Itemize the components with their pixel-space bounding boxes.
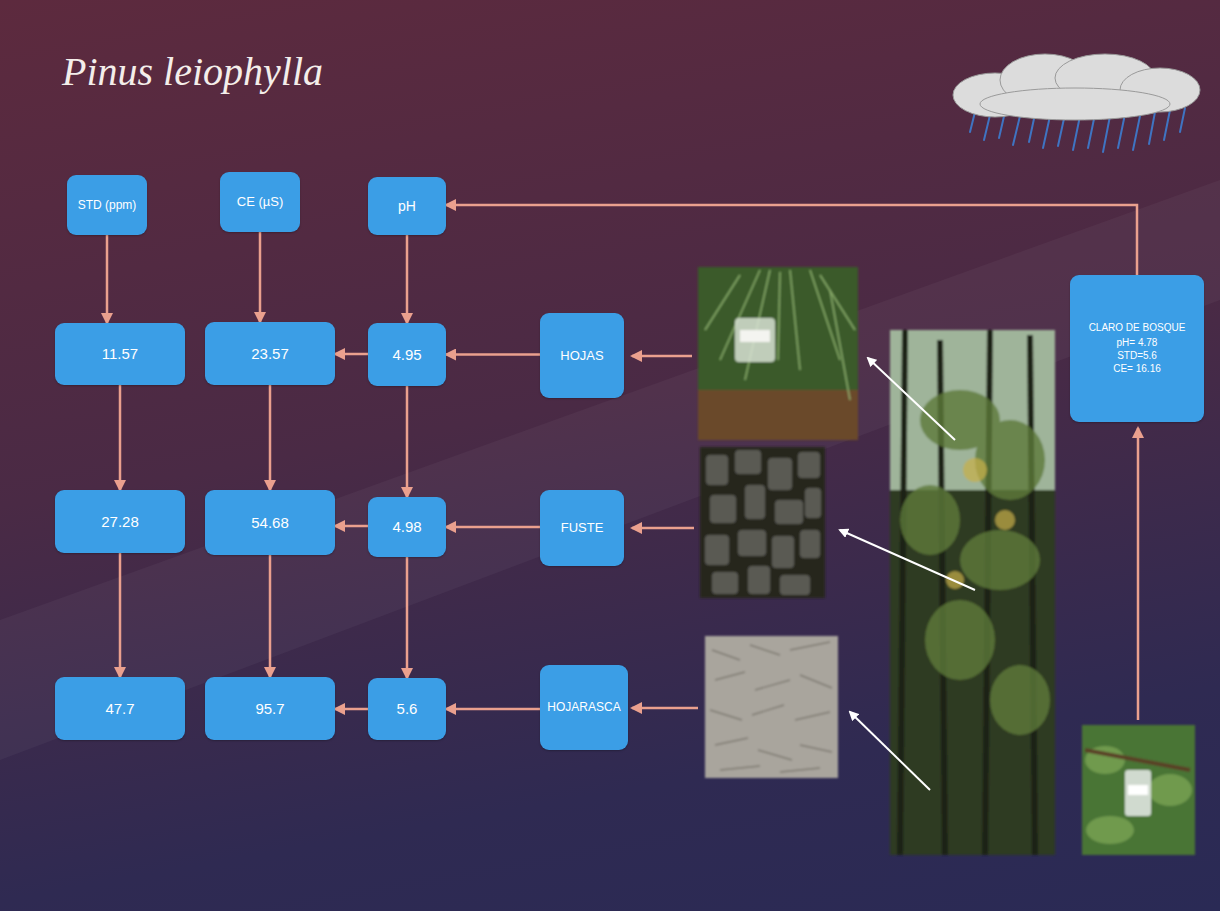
flow-arrow xyxy=(446,205,1137,275)
flow-arrow xyxy=(335,525,368,528)
flow-arrow xyxy=(119,385,122,490)
node-text: STD (ppm) xyxy=(78,198,137,212)
node-text: 11.57 xyxy=(102,345,138,363)
litter-photo xyxy=(705,636,838,778)
node-text: CE= 16.16 xyxy=(1113,363,1161,375)
flow-arrow xyxy=(269,555,272,677)
diagram-title: Pinus leiophylla xyxy=(62,48,323,95)
node-text: FUSTE xyxy=(561,520,604,536)
flow-arrow xyxy=(106,235,109,323)
flow-arrow xyxy=(259,232,262,322)
flow-arrow xyxy=(446,353,540,356)
node-text: 5.6 xyxy=(397,700,418,718)
sample-box: HOJARASCA xyxy=(540,665,628,750)
node-text: 47.7 xyxy=(105,700,134,718)
value-box: 95.7 xyxy=(205,677,335,740)
value-box: 27.28 xyxy=(55,490,185,553)
value-box: 23.57 xyxy=(205,322,335,385)
leader-lines xyxy=(840,358,975,790)
leaf-photo xyxy=(698,267,858,440)
value-box: 4.98 xyxy=(368,497,446,557)
photo-arrows xyxy=(632,356,1138,720)
value-box: 47.7 xyxy=(55,677,185,740)
reference-box: CLARO DE BOSQUE pH= 4.78STD=5.6CE= 16.16 xyxy=(1070,275,1204,422)
node-text: CE (µS) xyxy=(237,194,284,210)
node-text: pH xyxy=(398,198,416,215)
value-box: 4.95 xyxy=(368,323,446,386)
node-text: pH= 4.78 xyxy=(1117,337,1158,349)
sample-box: HOJAS xyxy=(540,313,624,398)
node-text: 27.28 xyxy=(101,513,139,531)
value-box: 54.68 xyxy=(205,490,335,555)
flow-arrow xyxy=(335,353,368,356)
flow-arrow xyxy=(269,385,272,490)
clearing-photo xyxy=(1082,725,1195,855)
node-text: 54.68 xyxy=(251,514,289,532)
node-text: 95.7 xyxy=(255,700,284,718)
header-box: CE (µS) xyxy=(220,172,300,232)
node-text: CLARO DE BOSQUE xyxy=(1089,322,1186,334)
value-box: 5.6 xyxy=(368,678,446,740)
node-text: HOJARASCA xyxy=(547,700,620,714)
flow-arrow xyxy=(119,553,122,677)
node-text: 4.98 xyxy=(392,518,421,536)
node-text: HOJAS xyxy=(560,348,603,364)
flow-arrow xyxy=(446,526,540,529)
header-box: pH xyxy=(368,177,446,235)
node-text: STD=5.6 xyxy=(1117,350,1157,362)
bark-photo xyxy=(700,447,825,598)
flow-arrow xyxy=(406,235,409,323)
flow-arrow xyxy=(406,386,409,497)
flow-arrow xyxy=(406,557,409,678)
node-text: 4.95 xyxy=(392,346,421,364)
flow-arrow xyxy=(446,708,540,711)
node-text: 23.57 xyxy=(251,345,289,363)
rain-cloud xyxy=(953,54,1200,152)
sample-box: FUSTE xyxy=(540,490,624,566)
flow-arrow xyxy=(335,708,368,711)
value-box: 11.57 xyxy=(55,323,185,385)
header-box: STD (ppm) xyxy=(67,175,147,235)
